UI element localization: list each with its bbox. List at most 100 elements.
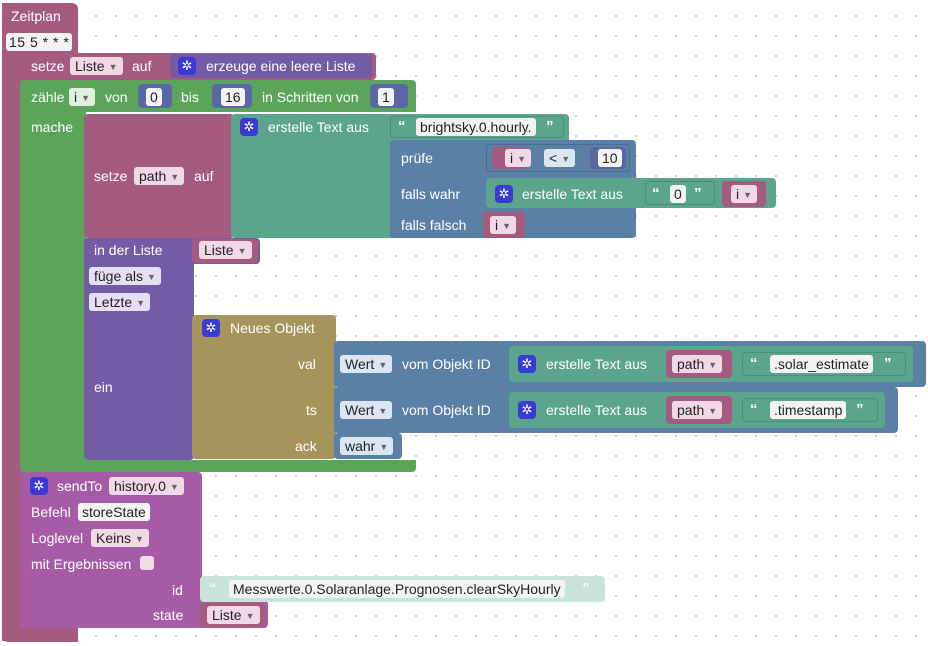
path-variable-name: path [139,168,167,184]
insert-list-dropdown[interactable]: Liste▼ [199,241,252,259]
value-prop-text-val: Wert [345,356,375,372]
chevron-down-icon: ▼ [378,360,388,370]
operator-dropdown[interactable]: <▼ [544,149,576,167]
close-quote-icon: ” [546,118,554,135]
set-list-label: setze [31,58,65,74]
insert-position-dropdown[interactable]: Letzte▼ [89,293,151,311]
count-von-label: von [105,89,128,105]
compare-value-field[interactable]: 10 [598,149,622,167]
count-variable-dropdown[interactable]: i▼ [69,88,96,106]
count-do-label: mache [31,119,74,135]
text-literal-field[interactable]: brightsky.0.hourly. [416,118,536,136]
val-path-name: path [677,356,705,372]
chevron-down-icon: ▼ [708,406,718,416]
open-quote-icon: “ [750,401,758,418]
path-variable-dropdown[interactable]: path▼ [134,167,185,185]
set-path-auf: auf [194,168,214,184]
close-quote-icon: ” [856,401,864,418]
befehl-field[interactable]: storeState [78,503,150,521]
chevron-down-icon: ▼ [81,93,91,103]
if-true-label: falls wahr [401,186,461,202]
chevron-down-icon: ▼ [708,360,718,370]
inner-variable-dropdown[interactable]: i▼ [731,185,758,203]
chevron-down-icon: ▼ [743,190,753,200]
id-text-field[interactable]: Messwerte.0.Solaranlage.Prognosen.clearS… [229,580,565,598]
results-label: mit Ergebnissen [31,556,132,572]
list-variable-name: Liste [75,58,105,74]
count-step-field[interactable]: 1 [378,88,394,106]
loglevel-dropdown[interactable]: Keins▼ [91,529,149,547]
chevron-down-icon: ▼ [147,272,156,282]
set-path-label: setze [94,168,128,184]
create-empty-list-block[interactable] [170,54,372,78]
operator-symbol: < [549,150,558,166]
false-variable-dropdown[interactable]: i▼ [490,216,517,234]
count-label: zähle [31,89,65,105]
gear-icon[interactable]: ✲ [240,118,258,136]
count-from-field[interactable]: 0 [146,88,162,106]
val-join-label: erstelle Text aus [546,356,647,372]
sendto-instance-name: history.0 [114,478,166,494]
ts-key-label: ts [306,402,317,418]
in-list-label: in der Liste [94,242,163,258]
loglevel-label: Loglevel [31,530,84,546]
state-list-name: Liste [212,607,242,623]
gear-icon[interactable]: ✲ [518,401,536,419]
chevron-down-icon: ▼ [135,534,144,544]
value-prop-dropdown-ts[interactable]: Wert▼ [340,401,393,419]
ack-bool-dropdown[interactable]: wahr▼ [340,437,394,455]
count-bis-label: bis [181,89,199,105]
insert-list-name: Liste [204,242,234,258]
open-quote-icon: “ [652,185,660,202]
gear-icon[interactable]: ✲ [30,477,48,495]
compare-variable-dropdown[interactable]: i▼ [505,149,532,167]
close-quote-icon: ” [694,185,702,202]
cron-field[interactable]: 15 5 * * * [6,33,73,51]
count-to-field[interactable]: 16 [221,88,245,106]
state-list-dropdown[interactable]: Liste▼ [207,606,260,624]
open-quote-icon: “ [398,118,406,135]
join-text-label: erstelle Text aus [268,119,369,135]
trigger-title: Zeitplan [11,8,61,24]
val-key-label: val [298,356,316,372]
object-id-label-ts: vom Objekt ID [402,402,491,418]
new-object-label: Neues Objekt [230,320,315,336]
zero-literal-field[interactable]: 0 [670,185,686,203]
close-quote-icon: ” [582,580,590,597]
insert-mode-dropdown[interactable]: füge als▼ [89,267,161,285]
value-prop-dropdown-val[interactable]: Wert▼ [340,355,393,373]
object-id-label-val: vom Objekt ID [402,356,491,372]
chevron-down-icon: ▼ [502,221,512,231]
set-list-auf: auf [132,58,152,74]
count-loop-spine [20,110,86,462]
loglevel-value: Keins [96,530,132,546]
sendto-instance-dropdown[interactable]: history.0▼ [109,477,184,495]
chevron-down-icon: ▼ [108,62,118,72]
inner-join-label: erstelle Text aus [522,186,623,202]
results-checkbox[interactable] [140,556,154,570]
list-variable-dropdown[interactable]: Liste▼ [70,57,123,75]
open-quote-icon: “ [209,580,217,597]
inner-variable-name: i [736,186,740,202]
new-object-block[interactable] [192,315,336,459]
chevron-down-icon: ▼ [169,482,179,492]
ts-text-field[interactable]: .timestamp [770,401,847,419]
gear-icon[interactable]: ✲ [178,57,196,75]
ternary-body [390,176,488,238]
gear-icon[interactable]: ✲ [518,355,536,373]
insert-ein-label: ein [94,379,113,395]
chevron-down-icon: ▼ [379,442,389,452]
chevron-down-icon: ▼ [136,298,146,308]
sendto-label: sendTo [57,478,103,494]
chevron-down-icon: ▼ [378,406,388,416]
gear-icon[interactable]: ✲ [202,319,220,337]
ts-path-name: path [677,402,705,418]
id-label: id [172,582,183,598]
ts-path-dropdown[interactable]: path▼ [672,401,723,419]
state-label: state [153,607,184,623]
val-path-dropdown[interactable]: path▼ [672,355,723,373]
val-text-field[interactable]: .solar_estimate [770,355,873,373]
false-variable-name: i [495,217,499,233]
close-quote-icon: ” [884,355,892,372]
gear-icon[interactable]: ✲ [495,185,513,203]
